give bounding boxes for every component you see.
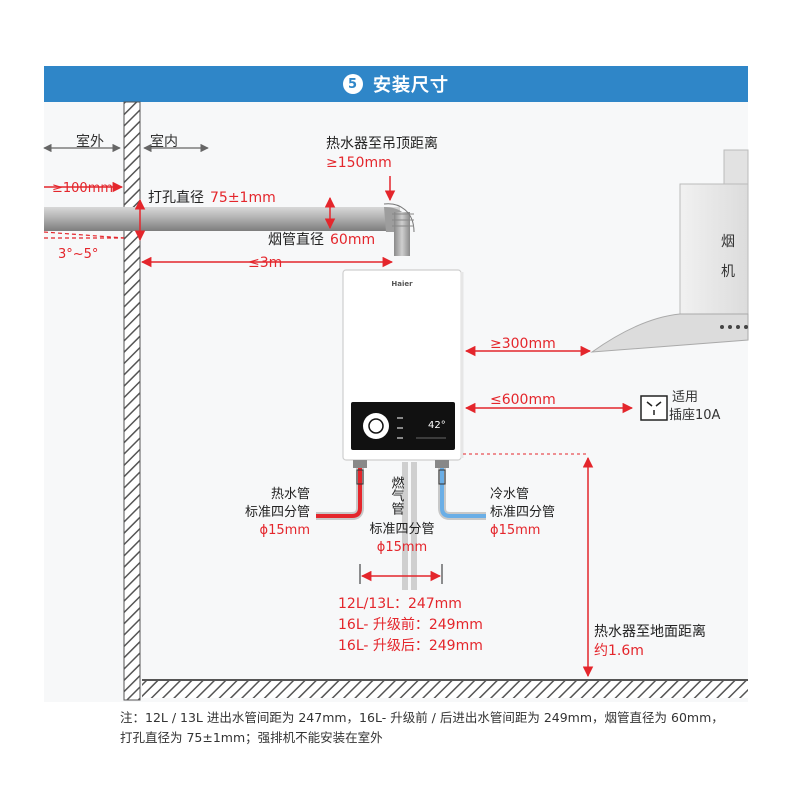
- note-line-1: 注：12L / 13L 进出水管间距为 247mm，16L- 升级前 / 后进出…: [120, 710, 724, 725]
- installation-note: 注：12L / 13L 进出水管间距为 247mm，16L- 升级前 / 后进出…: [120, 708, 760, 748]
- flue-pipe-horizontal: [44, 207, 400, 231]
- step-number-badge: 5: [343, 74, 363, 94]
- cold-water-pipe: [440, 462, 486, 518]
- note-line-2: 打孔直径为 75±1mm；强排机不能安装在室外: [120, 730, 383, 745]
- hood-distance-label: ≥300mm: [490, 336, 556, 352]
- slope-label: 3°~5°: [58, 247, 98, 262]
- cold-pipe-diameter: ϕ15mm: [490, 523, 540, 538]
- floor: [142, 680, 748, 698]
- cold-pipe-spec: 标准四分管: [490, 505, 555, 520]
- range-hood: [679, 183, 749, 315]
- range-hood-chimney: [723, 149, 749, 187]
- flue-diameter-value: 60mm: [330, 232, 375, 248]
- ceiling-clearance-value: ≥150mm: [326, 155, 392, 171]
- ceiling-clearance-label: 热水器至吊顶距离: [326, 135, 438, 152]
- hot-pipe-diameter: ϕ15mm: [260, 523, 310, 538]
- gas-pipe-name: 燃气管: [389, 475, 405, 516]
- range-hood-char-2: 机: [721, 264, 735, 280]
- hole-diameter-label: 打孔直径: [148, 189, 204, 206]
- gas-pipe-diameter: ϕ15mm: [377, 540, 427, 555]
- cold-pipe-name: 冷水管: [490, 487, 529, 502]
- flue-diameter-label: 烟管直径: [268, 231, 324, 248]
- indoor-label: 室内: [150, 133, 178, 150]
- hole-diameter-value: 75±1mm: [210, 190, 276, 206]
- brand-logo: Haier: [391, 280, 413, 288]
- wall: [123, 101, 141, 701]
- power-knob-icon: [363, 413, 389, 439]
- socket-label-1: 适用: [672, 390, 698, 405]
- power-socket-icon: [640, 395, 668, 421]
- hot-pipe-spec: 标准四分管: [245, 505, 310, 520]
- socket-label-2: 插座10A: [669, 408, 721, 423]
- spacing-16l-before: 16L- 升级前：249mm: [338, 616, 483, 633]
- floor-distance-label: 热水器至地面距离: [594, 623, 706, 640]
- section-header-bar: [44, 66, 748, 102]
- gas-pipe-spec: 标准四分管: [369, 522, 434, 537]
- flue-pipe-vertical: [394, 212, 410, 256]
- section-header: 5 安装尺寸: [44, 66, 748, 102]
- floor-distance-value: 约1.6m: [594, 643, 644, 659]
- range-hood-char-1: 烟: [721, 234, 735, 250]
- hot-pipe-name: 热水管: [271, 487, 310, 502]
- flue-length-label: ≤3m: [248, 255, 282, 271]
- display-temperature: 42°: [428, 420, 446, 431]
- spacing-16l-after: 16L- 升级后：249mm: [338, 638, 483, 654]
- outdoor-label: 室外: [76, 133, 104, 150]
- wall-protrusion-label: ≥100mm: [52, 181, 113, 196]
- socket-distance-label: ≤600mm: [490, 392, 556, 408]
- hot-water-pipe: [316, 462, 362, 518]
- spacing-12l-13l: 12L/13L：247mm: [338, 596, 462, 612]
- section-title: 安装尺寸: [373, 75, 449, 96]
- range-hood-canopy: [590, 313, 749, 353]
